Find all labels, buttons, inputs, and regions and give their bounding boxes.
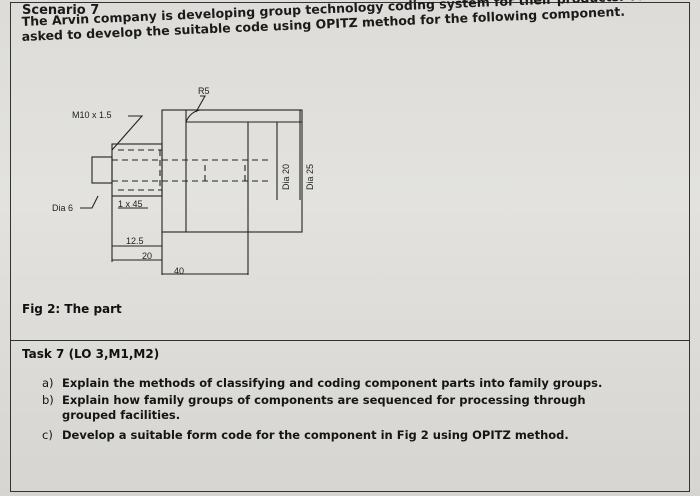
dim-len-20: 20	[142, 251, 153, 261]
dim-chamfer: 1 x 45	[118, 199, 143, 209]
dim-dia6: Dia 6	[52, 203, 74, 213]
task-title: Task 7 (LO 3,M1,M2)	[22, 347, 160, 361]
dim-r5: R5	[198, 86, 210, 96]
task-item-text: Explain how family groups of components …	[62, 393, 586, 422]
task-item-a: a) Explain the methods of classifying and…	[42, 376, 642, 391]
r5-leader	[195, 95, 206, 113]
dia6-leader	[80, 195, 99, 209]
thread-leader	[111, 115, 144, 151]
dim-dia25: Dia 25	[305, 163, 315, 190]
scenario-title: Scenario 7	[22, 3, 100, 18]
task-item-label: b)	[42, 393, 54, 407]
shaft-section-dia20	[111, 143, 163, 197]
dim-len-12-5: 12.5	[126, 236, 144, 246]
task-frame	[10, 340, 690, 492]
shaft-section-dia25	[161, 109, 303, 233]
thread-section	[91, 156, 113, 184]
task-item-c: c) Develop a suitable form code for the c…	[42, 428, 642, 443]
task-item-text: Develop a suitable form code for the com…	[62, 428, 569, 442]
fillet-r5	[185, 109, 201, 123]
part-drawing	[80, 95, 303, 275]
task-item-b: b) Explain how family groups of component…	[42, 393, 642, 423]
task-item-text: Explain the methods of classifying and c…	[62, 376, 603, 390]
dim-thread: M10 x 1.5	[72, 110, 112, 120]
dim-len-40: 40	[174, 266, 185, 276]
task-item-label: a)	[42, 376, 54, 390]
figure-caption: Fig 2: The part	[22, 302, 122, 316]
dim-dia20: Dia 20	[281, 163, 291, 190]
task-item-label: c)	[42, 428, 53, 442]
